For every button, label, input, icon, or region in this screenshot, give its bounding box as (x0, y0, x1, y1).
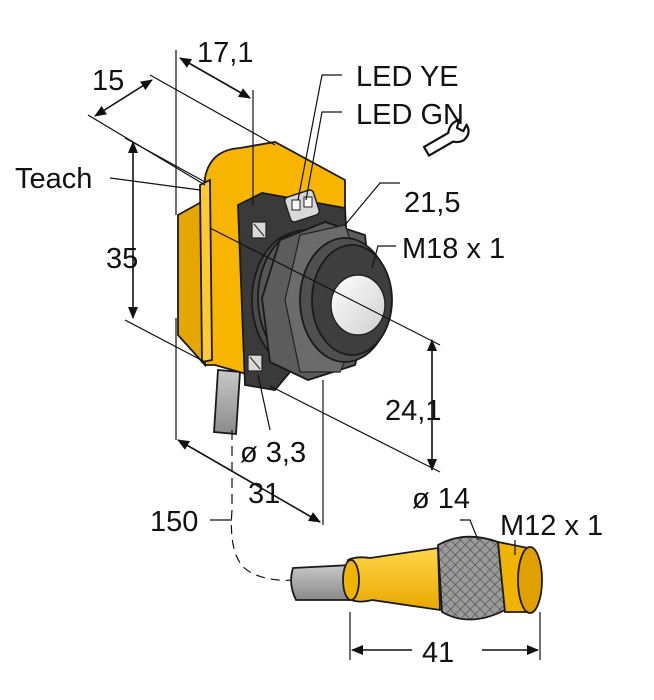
wrench-icon (422, 118, 470, 157)
label-dim-17-1: 17,1 (197, 37, 253, 69)
label-dim-15: 15 (92, 65, 124, 97)
label-dim-41: 41 (422, 637, 454, 669)
label-dim-150: 150 (150, 506, 198, 538)
label-dim-35: 35 (106, 243, 138, 275)
label-teach: Teach (15, 163, 92, 195)
label-dia-3-3: ø 3,3 (240, 437, 306, 469)
dashed-cable (230, 509, 297, 581)
connector-assembly (230, 509, 543, 621)
label-dim-31: 31 (248, 478, 280, 510)
label-dia-14: ø 14 (412, 483, 470, 515)
led-windows (284, 189, 320, 223)
label-led-gn: LED GN (356, 99, 464, 131)
teach-button (199, 178, 213, 364)
dimension-labels: 17,1 15 LED YE LED GN Teach 21,5 M18 x 1… (15, 37, 603, 669)
label-dim-24-1: 24,1 (385, 395, 441, 427)
connector-cable (290, 564, 358, 601)
screw-marks (247, 221, 267, 372)
dimension-lines (87, 50, 541, 660)
sensor-body (177, 141, 393, 435)
connector-knurled-nut (437, 535, 506, 621)
label-led-ye: LED YE (356, 61, 459, 93)
sensor-cable (213, 369, 241, 435)
sensor-lens (330, 274, 386, 336)
label-wrench-size: 21,5 (404, 187, 460, 219)
label-thread-m18: M18 x 1 (402, 233, 505, 265)
label-thread-m12: M12 x 1 (500, 510, 603, 542)
